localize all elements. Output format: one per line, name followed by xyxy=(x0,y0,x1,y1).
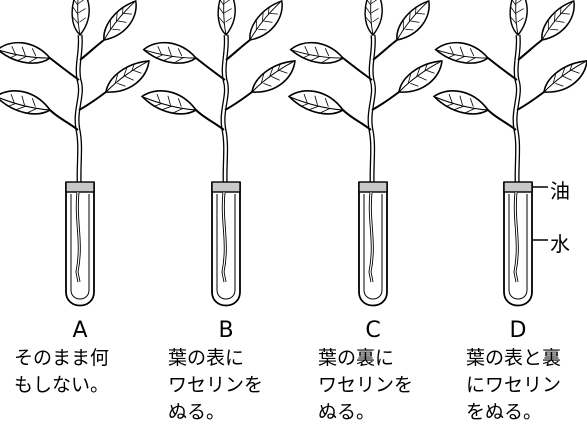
setup-a-letter: A xyxy=(72,318,88,343)
caption-line: もしない。 xyxy=(14,374,110,396)
water-label: 水 xyxy=(550,232,570,256)
caption-line: ぬる。 xyxy=(168,401,226,423)
setup-c-caption: 葉の裏に ワセリンを ぬる。 xyxy=(318,345,458,426)
caption-line: をぬる。 xyxy=(466,401,543,423)
setup-b-illustration xyxy=(140,0,301,307)
caption-line: にワセリン xyxy=(466,374,562,396)
caption-line: ぬる。 xyxy=(318,401,376,423)
setup-d-caption: 葉の表と裏 にワセリン をぬる。 xyxy=(466,345,587,426)
caption-line: 葉の裏に xyxy=(318,347,395,369)
setup-d-illustration xyxy=(432,0,587,307)
setup-b-caption: 葉の表に ワセリンを ぬる。 xyxy=(168,345,308,426)
caption-line: そのまま何 xyxy=(14,347,110,369)
setup-a-illustration xyxy=(0,0,156,307)
setup-c-letter: C xyxy=(365,318,381,343)
plant-test-tube-illustration xyxy=(0,0,587,307)
caption-line: 葉の表に xyxy=(168,347,245,369)
setup-c-illustration xyxy=(287,0,448,307)
oil-label: 油 xyxy=(550,179,570,203)
setup-a-caption: そのまま何 もしない。 xyxy=(14,345,154,399)
caption-line: 葉の表と裏 xyxy=(466,347,562,369)
setup-d-letter: D xyxy=(509,318,527,343)
setup-b-letter: B xyxy=(218,318,234,343)
caption-line: ワセリンを xyxy=(318,374,414,396)
caption-line: ワセリンを xyxy=(168,374,264,396)
